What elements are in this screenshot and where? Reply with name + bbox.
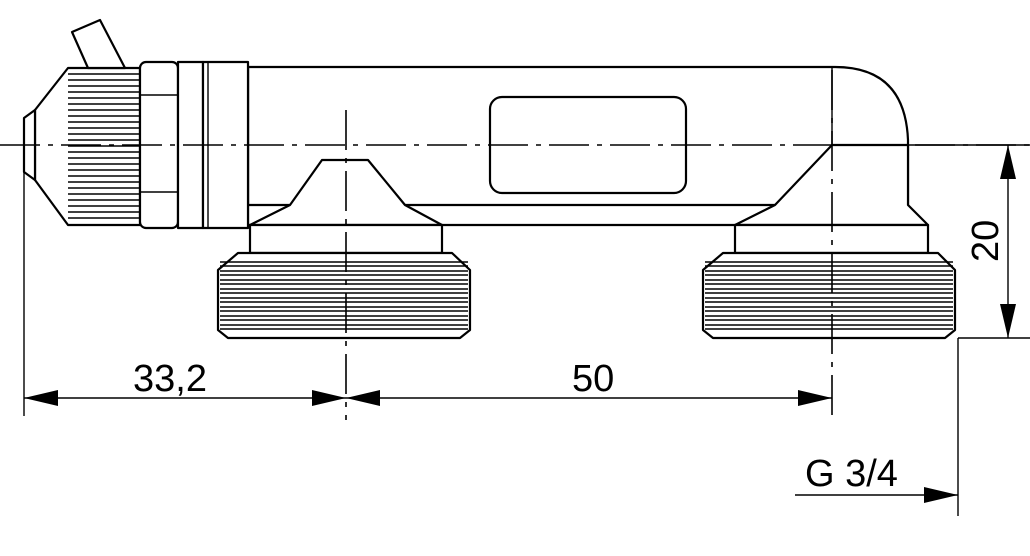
knurl-lines xyxy=(68,73,140,219)
center-lines xyxy=(0,70,1030,420)
dim-height: 20 xyxy=(965,220,1007,262)
dim-thread: G 3/4 xyxy=(805,453,898,495)
thread-left xyxy=(220,261,468,330)
dimension-lines xyxy=(23,144,1030,516)
thread-right xyxy=(705,261,953,330)
dim-pitch: 50 xyxy=(572,358,614,400)
left-fitting xyxy=(22,18,250,230)
dim-left-length: 33,2 xyxy=(133,358,207,400)
